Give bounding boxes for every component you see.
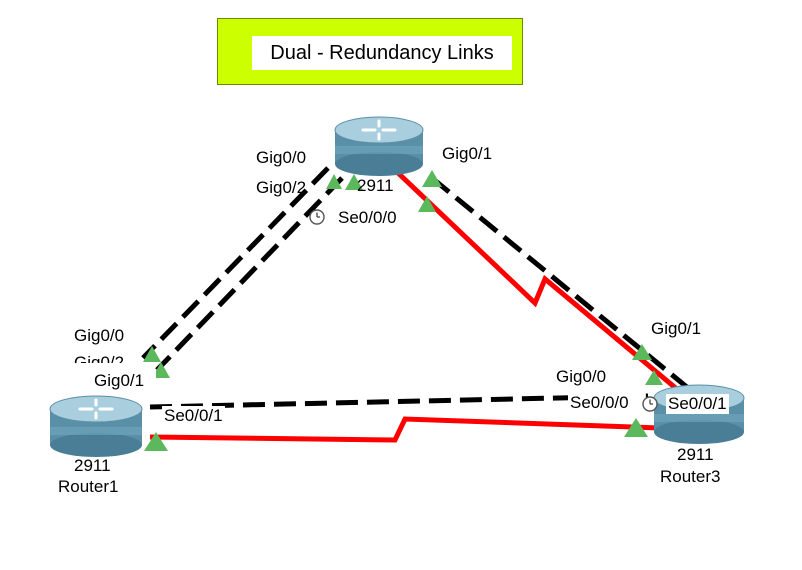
router-icon[interactable] xyxy=(48,395,144,459)
router-icon[interactable] xyxy=(333,116,425,178)
port-label-top-gig00: Gig0/0 xyxy=(256,148,307,167)
port-status-right-gig01 xyxy=(632,344,652,360)
port-label-left-gig01: Gig0/1 xyxy=(92,371,157,391)
port-status-left-gig00 xyxy=(143,346,161,362)
port-status-top-se000 xyxy=(418,196,436,212)
port-label-right-se000: Se0/0/0 xyxy=(568,393,644,413)
port-label-right-gig01: Gig0/1 xyxy=(651,319,702,338)
port-label-top-se000: Se0/0/0 xyxy=(338,208,397,227)
link-left-right-gig[interactable] xyxy=(149,393,649,410)
port-label-right-se001: Se0/0/1 xyxy=(666,394,729,414)
port-status-top-gig01 xyxy=(422,170,442,187)
link-top-right-gig01[interactable] xyxy=(430,176,690,390)
router-top-model: 2911 xyxy=(357,176,394,195)
diagram-title: Dual - Redundancy Links xyxy=(252,36,512,70)
port-label-top-gig01: Gig0/1 xyxy=(442,144,493,163)
link-top-right-serial[interactable] xyxy=(393,168,692,402)
port-status-top-gig00 xyxy=(326,174,342,189)
clock-icon xyxy=(642,396,658,412)
port-status-left-gig02 xyxy=(152,362,170,378)
port-status-top-gig02 xyxy=(345,174,363,190)
port-label-left-gig00: Gig0/0 xyxy=(74,326,125,345)
router-left-name: Router1 xyxy=(58,477,119,496)
title-box: Dual - Redundancy Links xyxy=(217,18,523,85)
link-left-right-serial[interactable] xyxy=(149,416,661,443)
router-right-name: Router3 xyxy=(660,467,721,486)
link-top-left-gig02[interactable] xyxy=(155,176,344,372)
port-status-right-gig00 xyxy=(645,370,663,385)
router-right-model: 2911 xyxy=(677,445,714,464)
port-status-right-se000 xyxy=(624,418,648,437)
port-label-left-gig02: Gig0/2 xyxy=(74,353,125,363)
port-label-right-gig00: Gig0/0 xyxy=(554,367,609,387)
port-label-left-se001: Se0/0/1 xyxy=(162,406,225,426)
port-label-top-gig02: Gig0/2 xyxy=(256,178,307,197)
port-status-left-se001 xyxy=(144,432,168,451)
router-left-model: 2911 xyxy=(74,456,111,475)
link-top-left-gig00[interactable] xyxy=(141,166,330,360)
clock-icon xyxy=(309,209,325,225)
